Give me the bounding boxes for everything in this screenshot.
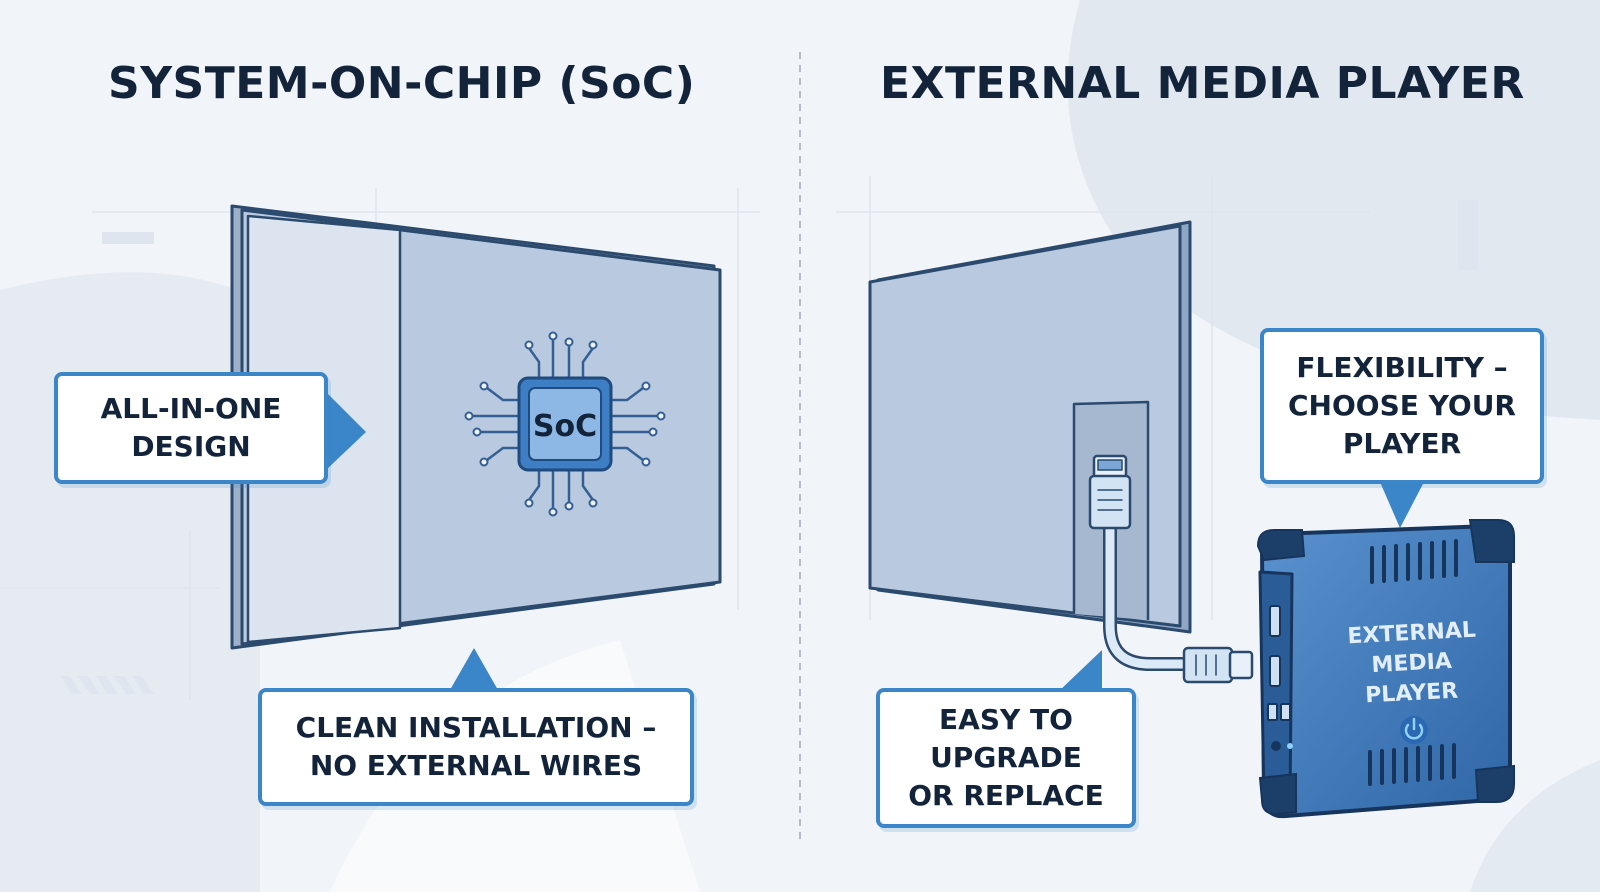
flexibility-callout: FLEXIBILITY – CHOOSE YOUR PLAYER: [1260, 328, 1544, 484]
player-label-line2: MEDIA: [1371, 649, 1453, 678]
flexibility-pointer: [1380, 482, 1424, 528]
all-in-one-pointer: [326, 392, 366, 470]
external-player-title: EXTERNAL MEDIA PLAYER: [880, 58, 1525, 109]
soc-chip: SoC: [464, 331, 666, 517]
clean-installation-callout: CLEAN INSTALLATION – NO EXTERNAL WIRES: [258, 688, 694, 806]
soc-chip-label: SoC: [533, 409, 597, 444]
upgrade-callout: EASY TO UPGRADE OR REPLACE: [876, 688, 1136, 828]
all-in-one-text: ALL-IN-ONE DESIGN: [100, 392, 282, 463]
external-display: [868, 220, 1192, 634]
clean-pointer: [450, 648, 498, 690]
upgrade-text: EASY TO UPGRADE OR REPLACE: [908, 703, 1104, 812]
external-media-player: EXTERNAL MEDIA PLAYER: [1256, 519, 1515, 819]
flexibility-text: FLEXIBILITY – CHOOSE YOUR PLAYER: [1287, 351, 1516, 460]
clean-installation-text: CLEAN INSTALLATION – NO EXTERNAL WIRES: [295, 711, 657, 782]
soc-title: SYSTEM-ON-CHIP (SoC): [108, 58, 696, 109]
player-label-line3: PLAYER: [1365, 679, 1459, 709]
all-in-one-callout: ALL-IN-ONE DESIGN: [54, 372, 328, 484]
hdmi-cable: [1088, 454, 1254, 684]
upgrade-pointer: [1058, 650, 1102, 694]
power-icon: [1400, 716, 1428, 744]
